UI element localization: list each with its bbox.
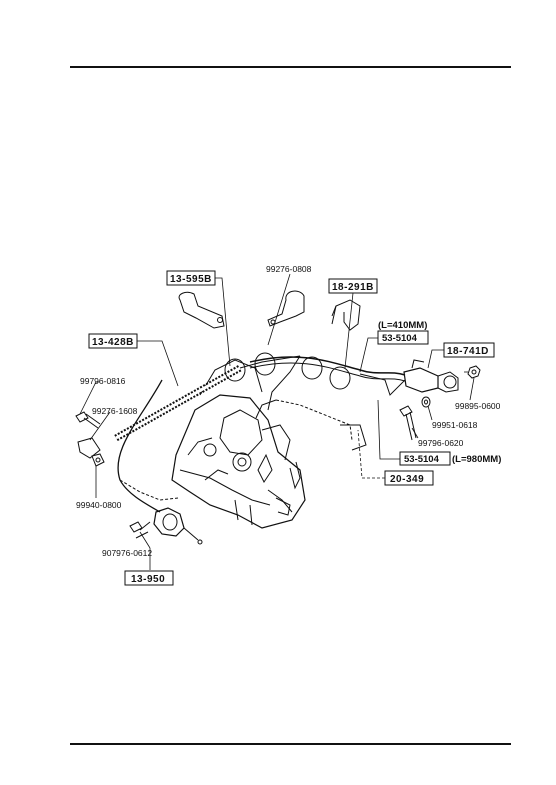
label-99796-0816: 99796-0816 [80,376,126,386]
label-99940-0800: 99940-0800 [76,500,122,510]
clamp-ring-2 [254,352,276,376]
bolt-99796-0816 [75,411,101,429]
clutch-cable [117,379,179,513]
nut-99895-0600 [467,365,481,379]
box-53-5104-a [377,330,429,345]
label-18-291b: 18-291B [332,282,374,293]
label-99796-0620: 99796-0620 [418,438,464,448]
cable-run [249,355,406,411]
footer-rule [70,743,511,745]
clutch-hose [114,355,301,442]
clamp-ring-3 [301,356,323,380]
clamp-99276-0808 [267,290,305,327]
bracket-99276-1608 [77,437,101,459]
label-20-349: 20-349 [390,474,424,485]
bolt-99796-0620 [399,405,417,441]
label-13-595b: 13-595B [170,274,212,285]
label-len-980: (L=980MM) [452,454,501,465]
box-53-5104-b [399,451,451,466]
clamp-13-595b [178,291,225,329]
label-53-5104-a: 53-5104 [382,333,418,344]
leader-lines [79,273,475,570]
label-13-428b: 13-428B [92,337,134,348]
bracket-18-291b [331,299,361,331]
clamp-ring-1 [224,358,246,382]
header-rule [70,66,511,68]
label-53-5104-b: 53-5104 [404,454,440,465]
label-18-741d: 18-741D [447,346,489,357]
label-99276-0808: 99276-0808 [266,264,312,274]
nut-99940-0800 [91,453,105,467]
transmission-block [171,359,367,529]
label-99951-0618: 99951-0618 [432,420,478,430]
washer-99951-0618 [421,396,431,408]
label-99895-0600: 99895-0600 [455,401,501,411]
sensor-18-741d [403,359,459,393]
label-907976-0612: 907976-0612 [102,548,152,558]
label-len-410: (L=410MM) [378,320,427,331]
label-13-950: 13-950 [131,574,165,585]
label-99276-1608: 99276-1608 [92,406,138,416]
actuator-13-950 [135,507,203,545]
bolt-907976-0612 [129,521,143,533]
clamp-ring-4 [329,366,351,390]
box-13-950 [124,570,174,586]
